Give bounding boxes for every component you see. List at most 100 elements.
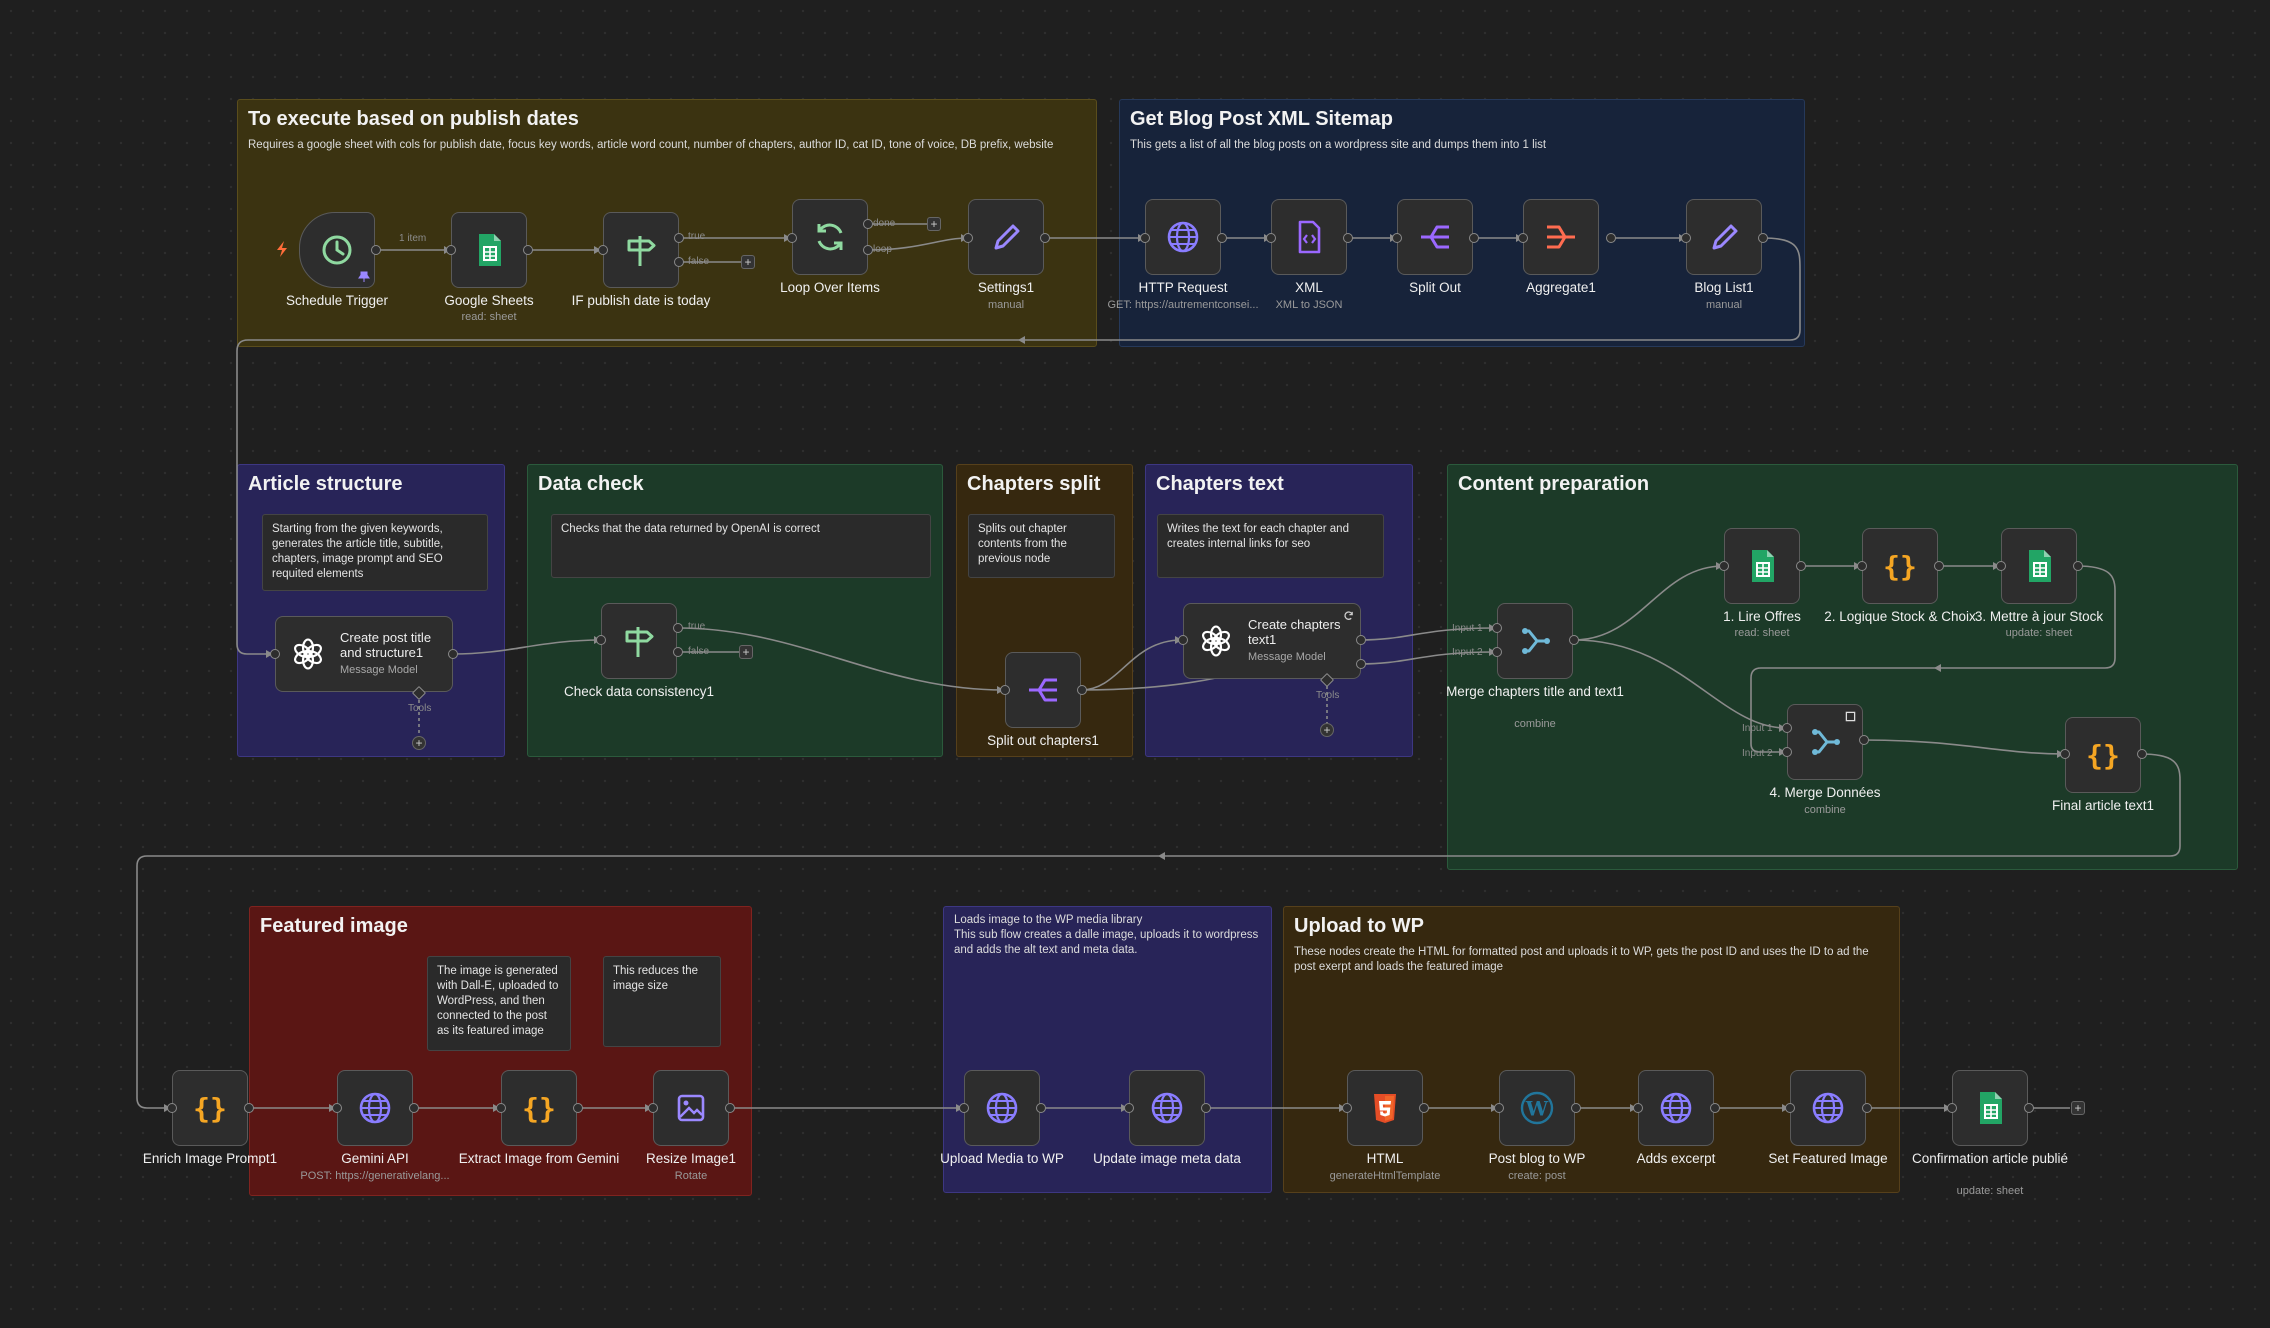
input-port-2[interactable] (1782, 747, 1792, 757)
node-final-article-text[interactable]: {} (2065, 717, 2141, 793)
output-port[interactable] (1201, 1103, 1211, 1113)
input-port-1[interactable] (1492, 623, 1502, 633)
input-port[interactable] (1996, 561, 2006, 571)
note-resize[interactable]: This reduces the image size (603, 956, 721, 1047)
sticky-content-preparation[interactable]: Content preparation (1447, 464, 2238, 870)
output-port-loop[interactable] (863, 245, 873, 255)
input-port[interactable] (446, 245, 456, 255)
add-node-button[interactable]: + (741, 255, 755, 269)
output-port-true[interactable] (674, 233, 684, 243)
add-tool-button[interactable]: + (1320, 723, 1334, 737)
output-port[interactable] (1796, 561, 1806, 571)
node-enrich-image-prompt[interactable]: {} (172, 1070, 248, 1146)
input-port[interactable] (1266, 233, 1276, 243)
input-port[interactable] (598, 245, 608, 255)
input-port[interactable] (1178, 635, 1188, 645)
node-confirmation-article[interactable] (1952, 1070, 2028, 1146)
node-logique-stock[interactable]: {} (1862, 528, 1938, 604)
node-html[interactable] (1347, 1070, 1423, 1146)
output-port[interactable] (2073, 561, 2083, 571)
input-port[interactable] (787, 233, 797, 243)
note-article[interactable]: Starting from the given keywords, genera… (262, 514, 488, 591)
output-port[interactable] (1710, 1103, 1720, 1113)
input-port[interactable] (1947, 1103, 1957, 1113)
output-port-true[interactable] (673, 623, 683, 633)
output-port[interactable] (1862, 1103, 1872, 1113)
input-port[interactable] (959, 1103, 969, 1113)
output-port[interactable] (573, 1103, 583, 1113)
add-node-button[interactable]: + (739, 645, 753, 659)
input-port[interactable] (648, 1103, 658, 1113)
note-chapters[interactable]: Writes the text for each chapter and cre… (1157, 514, 1384, 578)
node-lire-offres[interactable] (1724, 528, 1800, 604)
input-port[interactable] (1392, 233, 1402, 243)
node-google-sheets[interactable] (451, 212, 527, 288)
output-port[interactable] (1217, 233, 1227, 243)
output-port[interactable] (725, 1103, 735, 1113)
node-loop-over-items[interactable] (792, 199, 868, 275)
node-update-image-meta[interactable] (1129, 1070, 1205, 1146)
sticky-featured-image[interactable]: Featured image (249, 906, 752, 1196)
node-adds-excerpt[interactable] (1638, 1070, 1714, 1146)
output-port[interactable] (1859, 735, 1869, 745)
input-port[interactable] (1140, 233, 1150, 243)
node-gemini-api[interactable] (337, 1070, 413, 1146)
output-port[interactable] (1356, 635, 1366, 645)
output-port[interactable] (1036, 1103, 1046, 1113)
output-port[interactable] (1758, 233, 1768, 243)
output-port[interactable] (244, 1103, 254, 1113)
node-split-out-chapters[interactable] (1005, 652, 1081, 728)
input-port[interactable] (963, 233, 973, 243)
output-port[interactable] (2137, 749, 2147, 759)
output-port[interactable] (448, 649, 458, 659)
output-port[interactable] (1469, 233, 1479, 243)
output-port[interactable] (1606, 233, 1616, 243)
input-port-2[interactable] (1492, 647, 1502, 657)
input-port[interactable] (1857, 561, 1867, 571)
note-split[interactable]: Splits out chapter contents from the pre… (968, 514, 1115, 578)
node-xml[interactable] (1271, 199, 1347, 275)
output-port[interactable] (371, 245, 381, 255)
node-post-blog-wp[interactable]: W (1499, 1070, 1575, 1146)
input-port[interactable] (1681, 233, 1691, 243)
output-port[interactable] (1343, 233, 1353, 243)
node-merge-chapters[interactable] (1497, 603, 1573, 679)
node-upload-media[interactable] (964, 1070, 1040, 1146)
output-port[interactable] (1040, 233, 1050, 243)
output-port-false[interactable] (674, 257, 684, 267)
sticky-publish-dates[interactable]: To execute based on publish dates Requir… (237, 99, 1097, 347)
node-resize-image[interactable] (653, 1070, 729, 1146)
node-mettre-a-jour-stock[interactable] (2001, 528, 2077, 604)
node-split-out[interactable] (1397, 199, 1473, 275)
output-port[interactable] (1077, 685, 1087, 695)
node-aggregate1[interactable] (1523, 199, 1599, 275)
add-node-button[interactable]: + (927, 217, 941, 231)
output-port[interactable] (2024, 1103, 2034, 1113)
input-port[interactable] (270, 649, 280, 659)
input-port[interactable] (1000, 685, 1010, 695)
input-port[interactable] (2060, 749, 2070, 759)
output-port[interactable] (1569, 635, 1579, 645)
output-port[interactable] (523, 245, 533, 255)
node-create-post-title[interactable]: Create post title and structure1 Message… (275, 616, 453, 692)
node-check-data-consistency[interactable] (601, 603, 677, 679)
input-port[interactable] (1518, 233, 1528, 243)
output-port-false[interactable] (673, 647, 683, 657)
node-set-featured-image[interactable] (1790, 1070, 1866, 1146)
output-port[interactable] (1356, 659, 1366, 669)
node-http-request[interactable] (1145, 199, 1221, 275)
node-if-publish-date[interactable] (603, 212, 679, 288)
output-port[interactable] (1571, 1103, 1581, 1113)
input-port[interactable] (1124, 1103, 1134, 1113)
input-port[interactable] (596, 635, 606, 645)
note-dalle[interactable]: The image is generated with Dall-E, uplo… (427, 956, 571, 1051)
node-blog-list1[interactable] (1686, 199, 1762, 275)
output-port[interactable] (1934, 561, 1944, 571)
node-schedule-trigger[interactable] (299, 212, 375, 288)
node-merge-donnees[interactable] (1787, 704, 1863, 780)
node-settings1[interactable] (968, 199, 1044, 275)
sticky-article-structure[interactable]: Article structure (237, 464, 505, 757)
add-node-button[interactable]: + (2071, 1101, 2085, 1115)
node-extract-image[interactable]: {} (501, 1070, 577, 1146)
